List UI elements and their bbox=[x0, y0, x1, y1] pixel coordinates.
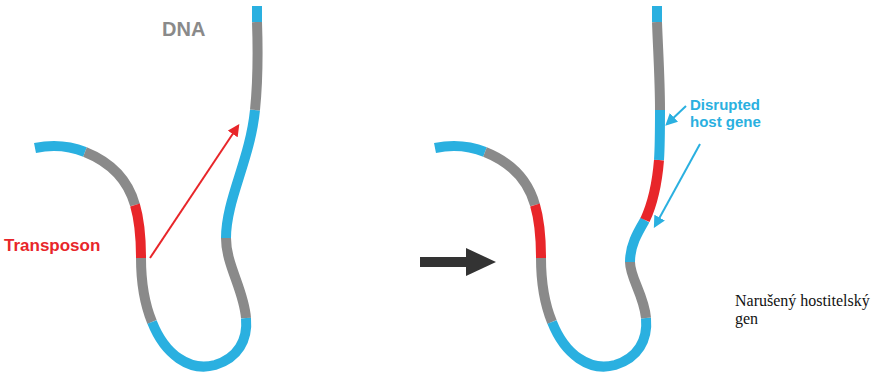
disrupted-gene-label: Disrupted host gene bbox=[690, 96, 778, 131]
czech-note: Narušený hostitelský gen bbox=[735, 292, 870, 329]
leader-arrow bbox=[655, 144, 700, 226]
dna-strand-before bbox=[35, 6, 258, 367]
process-arrow-head bbox=[466, 248, 496, 276]
dna-strand-after bbox=[435, 6, 660, 367]
transposon-label: Transposon bbox=[4, 236, 100, 256]
insertion-arrow bbox=[150, 126, 238, 258]
process-arrow-shaft bbox=[420, 257, 470, 267]
leader-arrow bbox=[667, 106, 686, 124]
dna-label: DNA bbox=[162, 18, 205, 41]
